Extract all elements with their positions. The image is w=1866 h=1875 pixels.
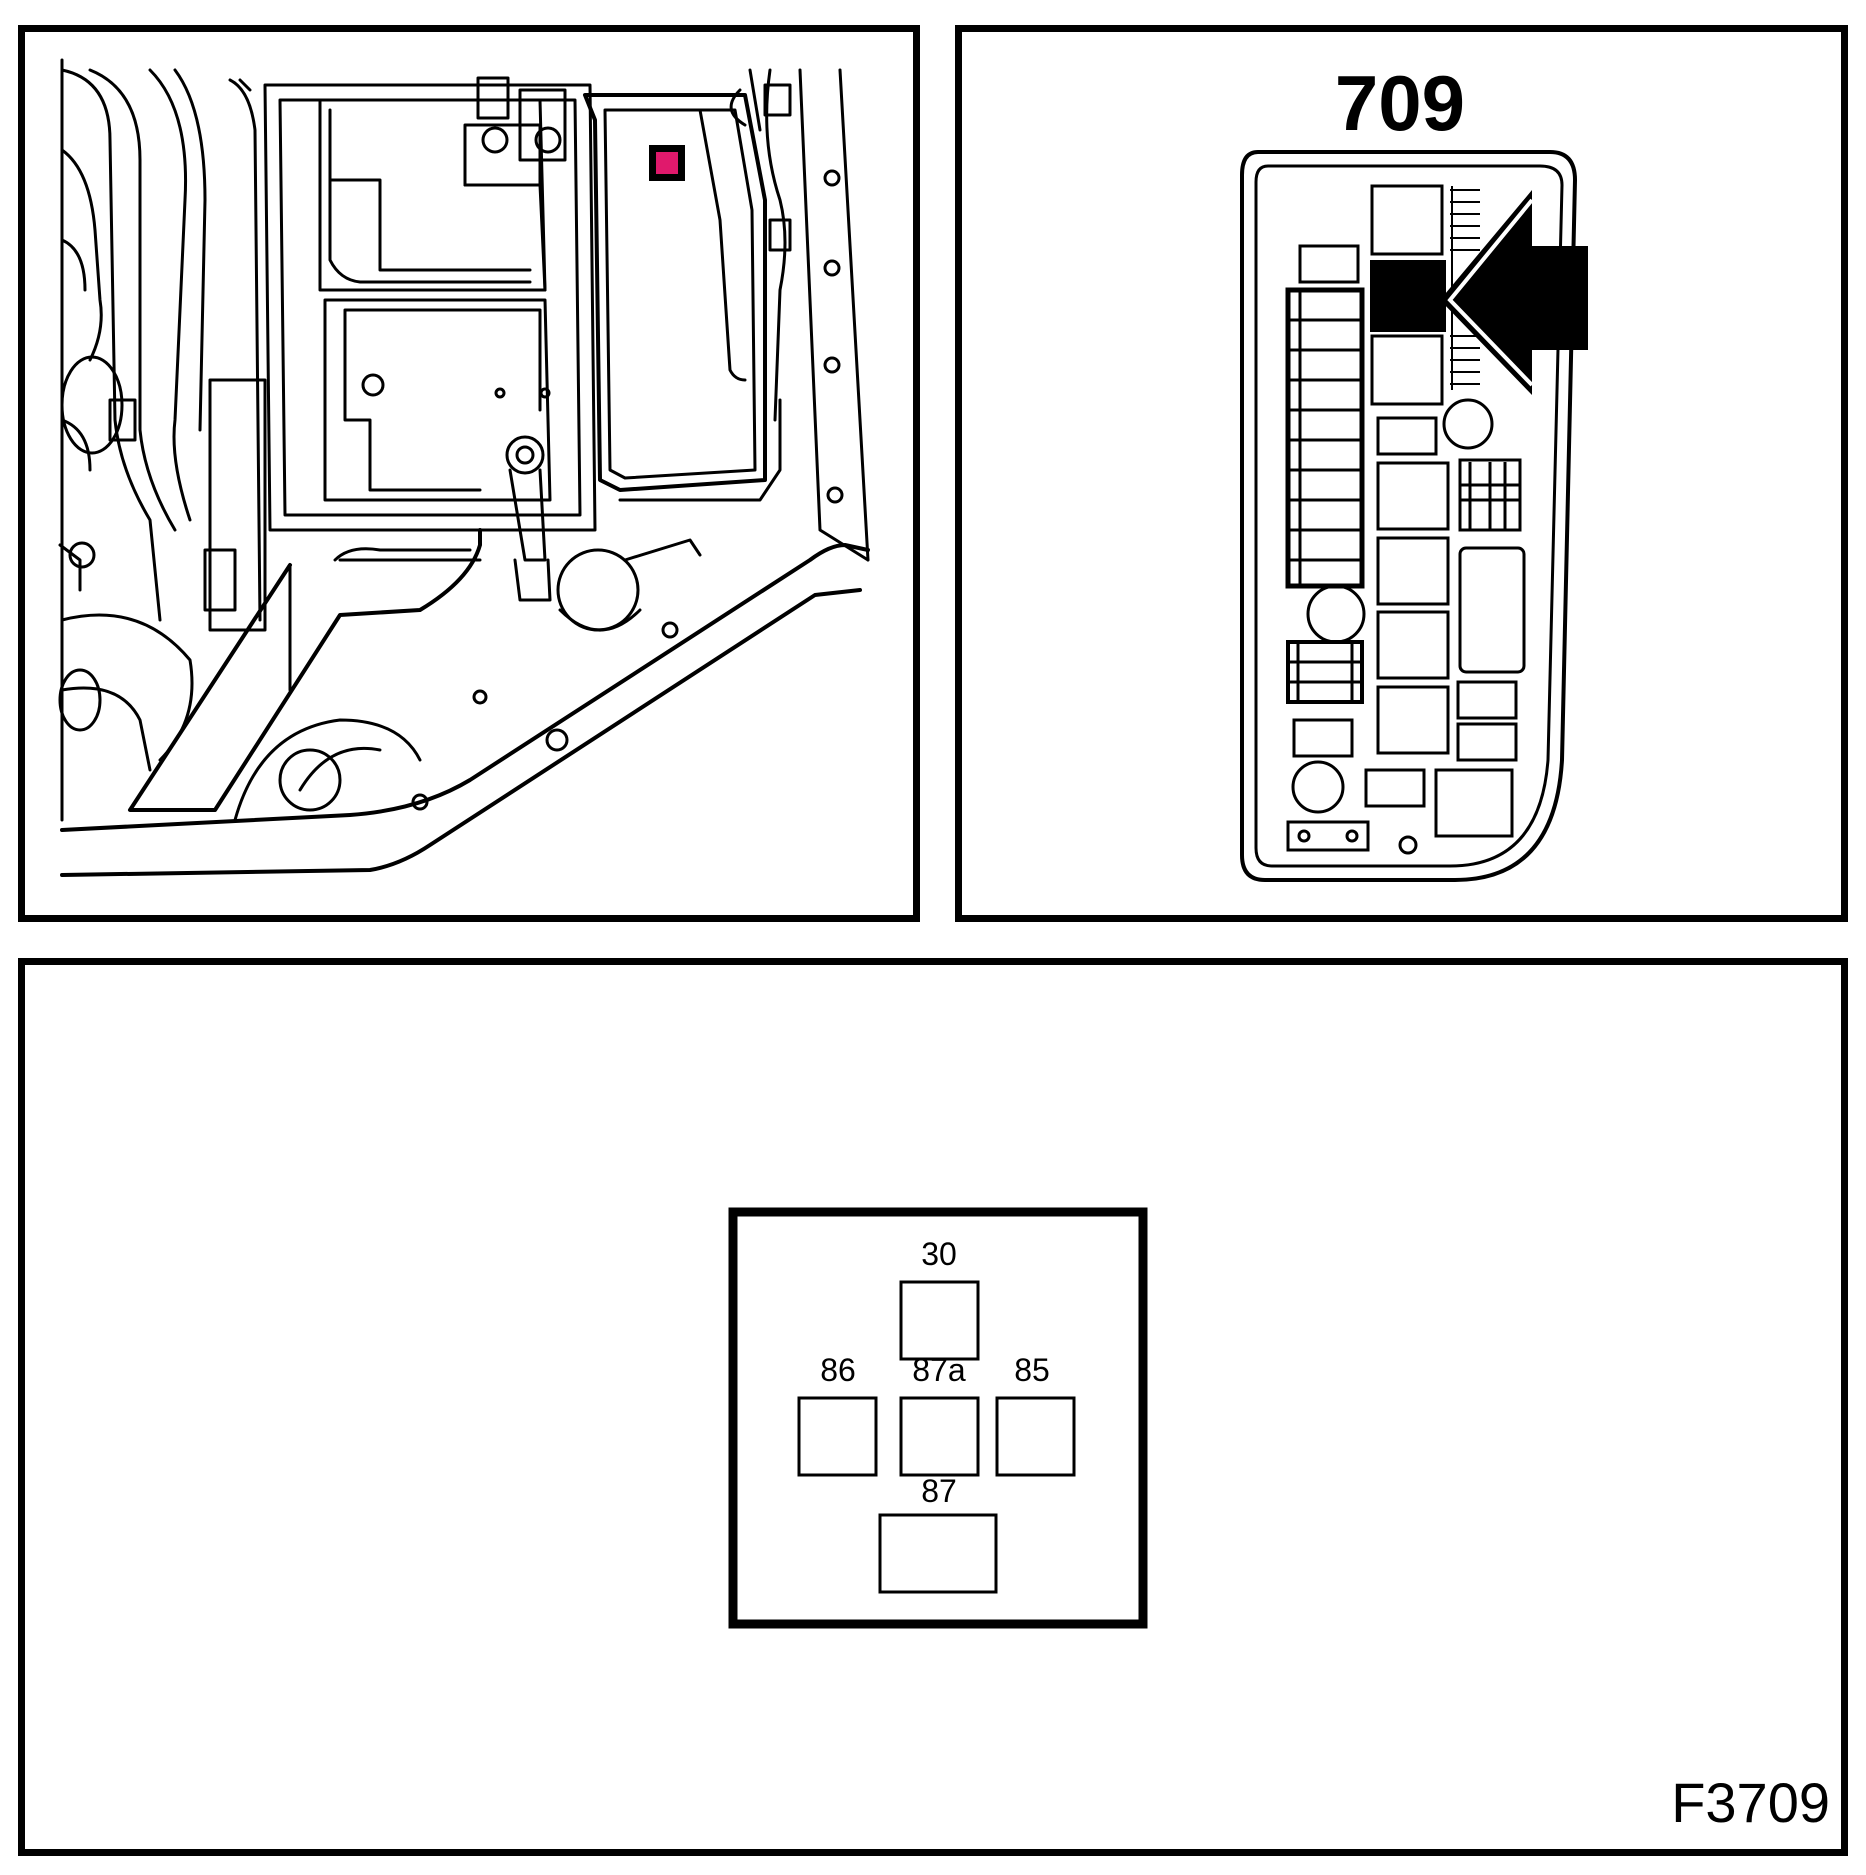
- fuse-box-drawing: [1240, 150, 1578, 882]
- arrow-indicator: [1440, 190, 1588, 395]
- engine-bay-drawing: [58, 58, 870, 877]
- pin-label-86: 86: [820, 1352, 856, 1388]
- engine-bay-panel: [18, 25, 920, 922]
- pin-85-box: [995, 1396, 1076, 1477]
- pin-label-30: 30: [921, 1236, 957, 1272]
- pin-87-box: [878, 1513, 998, 1594]
- pin-label-87: 87: [921, 1473, 957, 1509]
- pin-label-87a: 87a: [912, 1352, 966, 1388]
- relay-outline: [728, 1207, 1148, 1629]
- highlighted-relay: [1370, 260, 1446, 332]
- pin-86-box: [797, 1396, 878, 1477]
- pin-30-box: [899, 1280, 980, 1361]
- fuse-box-number: 709: [1334, 59, 1466, 147]
- figure-id: F3709: [1671, 1771, 1830, 1834]
- relay-pinout-panel: [18, 958, 1848, 1856]
- fuse-box-panel: [955, 25, 1848, 922]
- pin-87a-box: [899, 1396, 980, 1477]
- pin-label-85: 85: [1014, 1352, 1050, 1388]
